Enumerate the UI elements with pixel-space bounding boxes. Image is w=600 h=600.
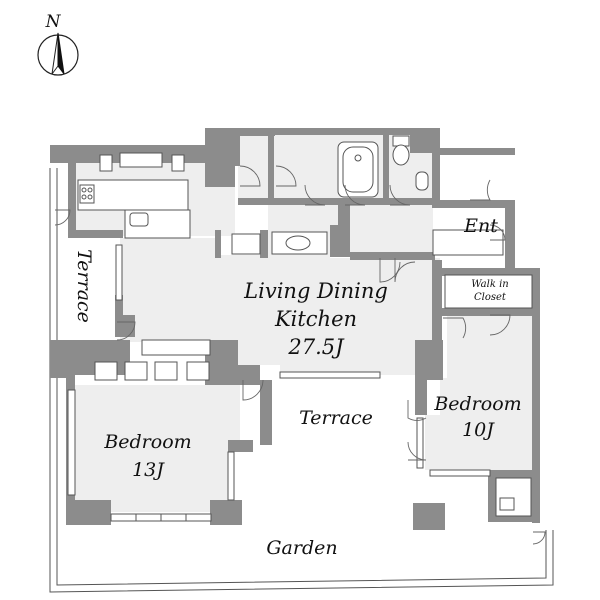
terrace-west-label: Terrace [73, 249, 95, 323]
dining-counter [141, 339, 211, 356]
bedroom-west-size: 13J [132, 459, 165, 481]
walkin-label-line1: Walk in [471, 279, 508, 290]
kitchen-counter [77, 179, 189, 211]
bedroom-east-size: 10J [462, 419, 495, 441]
bedroom-east-floor [425, 315, 532, 470]
garden-label: Garden [266, 537, 337, 559]
terrace-center-label: Terrace [299, 407, 373, 429]
ldk-label-line1: Living Dining [243, 279, 388, 303]
compass: N [37, 12, 79, 76]
walkin-label-line2: Closet [474, 292, 507, 303]
stove [79, 184, 95, 204]
windows [67, 244, 491, 522]
ldk-size: 27.5J [287, 335, 345, 359]
toilet-bowl [392, 144, 410, 166]
doors [54, 165, 546, 545]
bedroom-west-label: Bedroom [103, 431, 191, 453]
bedroom-east-label: Bedroom [433, 393, 521, 415]
walkin-box [444, 274, 533, 309]
ent-storage [432, 229, 504, 256]
vanity-sink [285, 235, 311, 251]
ent-label: Ent [463, 215, 498, 237]
compass-needle-right [57, 32, 65, 75]
labels: Ent Walk in Closet Living Dining Kitchen… [73, 215, 522, 559]
compass-label: N [45, 12, 62, 32]
fixtures [77, 135, 533, 517]
bedroom-west-floor [75, 385, 240, 512]
ldk-label-line2: Kitchen [274, 307, 357, 331]
